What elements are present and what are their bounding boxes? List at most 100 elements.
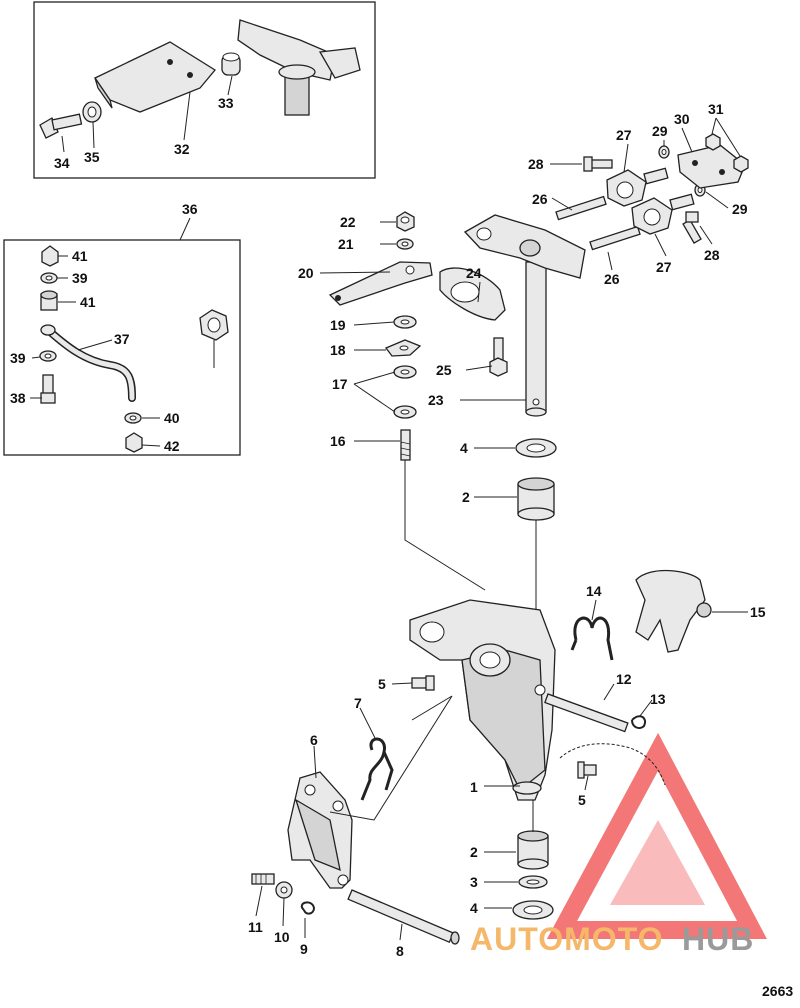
- part-38-bolt: [40, 374, 56, 404]
- label-19: 19: [330, 317, 346, 333]
- part-14-spring: [570, 616, 614, 661]
- part-4-washer-bottom: [512, 900, 554, 920]
- automotohub-wordmark: AUTOMOTO HUB: [470, 921, 754, 957]
- label-40: 41: [80, 294, 96, 310]
- part-8-tilt-tube: [347, 889, 460, 945]
- label-12: 12: [616, 671, 632, 687]
- part-23-shift-shaft: [463, 214, 586, 417]
- part-37-link-rod: [40, 324, 136, 402]
- part-39-washer-bottom: [124, 412, 142, 424]
- label-14: 14: [586, 583, 602, 599]
- label-18: 18: [330, 342, 346, 358]
- part-13-clip: [631, 715, 646, 729]
- part-27-pivot-a: [606, 167, 669, 207]
- part-31-nut-b: [733, 155, 749, 173]
- inset-box-bracket: [33, 1, 376, 179]
- part-41-nut-top: [41, 245, 59, 267]
- label-24: 24: [466, 265, 482, 281]
- part-33-bushing: [221, 52, 241, 76]
- watermark-text-b: HUB: [682, 921, 754, 957]
- label-21: 21: [338, 236, 354, 252]
- part-21-washer: [396, 238, 414, 250]
- part-16-stud: [400, 429, 411, 461]
- part-7-spring: [360, 737, 394, 801]
- part-25-bolt: [489, 337, 508, 377]
- part-28-bolt-b: [682, 211, 702, 244]
- part-11-spring: [251, 873, 275, 885]
- label-25: 25: [436, 362, 452, 378]
- label-39-left: 39: [10, 350, 26, 366]
- part-42-locknut: [199, 309, 229, 341]
- part-3-washer: [518, 875, 548, 889]
- label-6: 6: [310, 732, 318, 748]
- watermark-text-a: AUTOMOTO: [470, 921, 663, 957]
- label-30: 30: [674, 111, 690, 127]
- label-3: 3: [470, 874, 478, 890]
- label-41-bottom: 42: [164, 438, 180, 454]
- label-20: 20: [298, 265, 314, 281]
- label-5-right: 5: [578, 792, 586, 808]
- part-26-stud-a: [555, 195, 607, 221]
- part-22-nut: [396, 211, 415, 232]
- part-1-swivel-bracket: [409, 599, 556, 801]
- part-28-bolt-a: [583, 156, 613, 172]
- part-27-pivot-b: [631, 193, 695, 235]
- callout-labels: 1 2 2 3 4 4 5 5 6 7 8 9 10 11 12 13 14 1…: [10, 95, 766, 959]
- label-27-top: 27: [616, 127, 632, 143]
- automotohub-logo: [546, 732, 767, 939]
- part-30-bracket: [677, 144, 746, 189]
- label-37: 37: [114, 331, 130, 347]
- label-27-bottom: 27: [656, 259, 672, 275]
- inset-box-link-rod: [3, 239, 241, 456]
- label-2-top: 2: [462, 489, 470, 505]
- part-5-fitting-b: [577, 761, 597, 779]
- part-15-tilt-lock: [635, 569, 712, 653]
- label-9: 9: [300, 941, 308, 957]
- label-29-top: 29: [652, 123, 668, 139]
- label-38: 38: [10, 390, 26, 406]
- label-39-top: 39: [72, 270, 88, 286]
- part-5-fitting-a: [411, 675, 435, 691]
- part-26-stud-b: [589, 225, 641, 251]
- part-31-nut-a: [705, 133, 721, 151]
- label-39-bottom: 40: [164, 410, 180, 426]
- label-1: 1: [470, 779, 478, 795]
- part-40-bushing: [40, 290, 58, 311]
- part-24-plate: [439, 267, 506, 321]
- label-33: 33: [218, 95, 234, 111]
- label-34: 34: [54, 155, 70, 171]
- part-2-bushing-bottom: [517, 830, 549, 870]
- part-39-washer-top: [40, 272, 58, 284]
- part-29-washer-a: [658, 145, 670, 159]
- part-41-nut-bottom: [125, 432, 143, 453]
- label-36: 36: [182, 201, 198, 217]
- label-4-top: 4: [460, 440, 468, 456]
- part-34-bolt: [39, 113, 83, 139]
- part-6-transom-bracket: [287, 771, 353, 889]
- part-35-washer: [82, 101, 102, 123]
- part-17-washer-b: [393, 405, 417, 419]
- label-8: 8: [396, 943, 404, 959]
- label-15: 15: [750, 604, 766, 620]
- label-29-bottom: 29: [732, 201, 748, 217]
- label-13: 13: [650, 691, 666, 707]
- label-28-top: 28: [528, 156, 544, 172]
- label-10: 10: [274, 929, 290, 945]
- label-4-bottom: 4: [470, 900, 478, 916]
- drawing-number: 2663: [762, 983, 793, 999]
- label-28-bottom: 28: [704, 247, 720, 263]
- label-7: 7: [354, 695, 362, 711]
- part-9-retainer: [300, 901, 316, 915]
- shift-shaft-assembly-inset: [237, 19, 361, 116]
- label-16: 16: [330, 433, 346, 449]
- part-17-washer-a: [393, 365, 417, 379]
- part-32-bracket: [94, 41, 216, 113]
- part-39-washer-left: [39, 350, 57, 362]
- label-26-top: 26: [532, 191, 548, 207]
- label-2-bottom: 2: [470, 844, 478, 860]
- label-31: 31: [708, 101, 724, 117]
- part-12-pin: [544, 693, 629, 733]
- part-20-lever: [328, 261, 433, 306]
